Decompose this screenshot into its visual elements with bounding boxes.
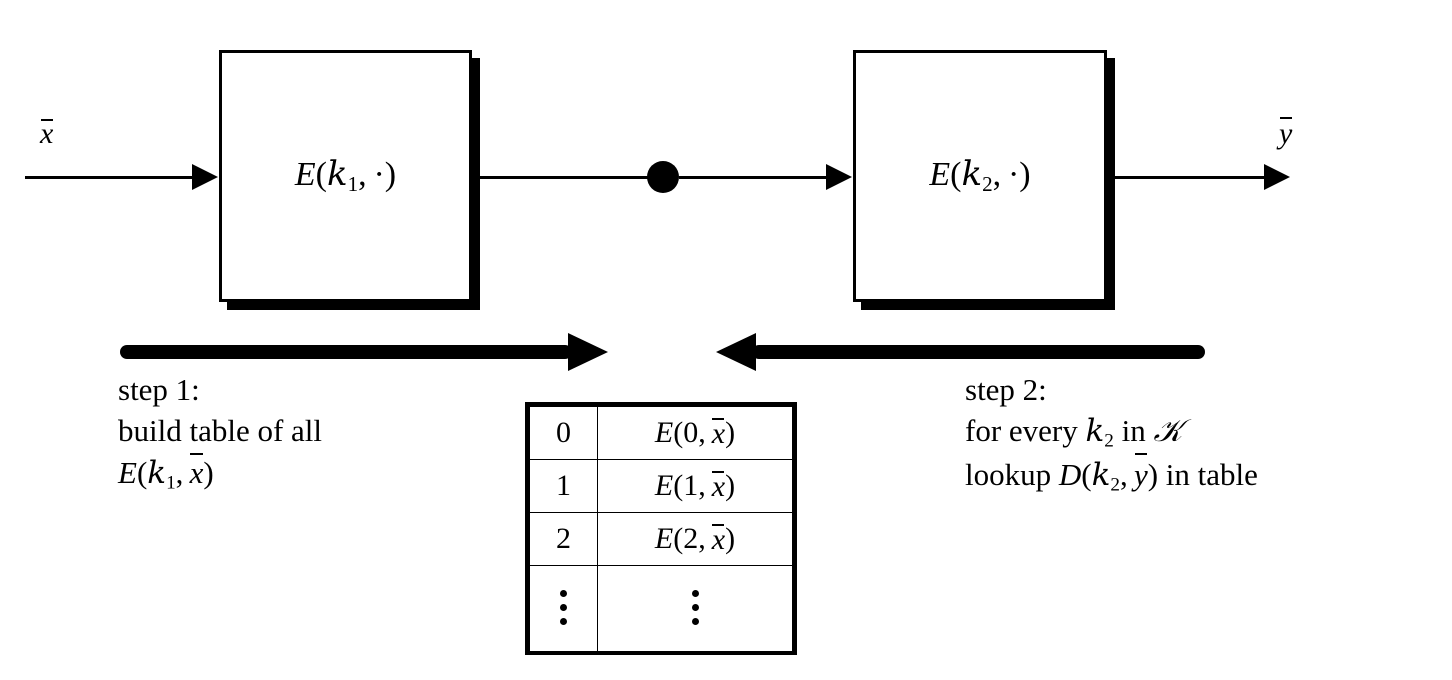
table-cell-key: 2 [529, 512, 598, 566]
midline-right-segment [679, 176, 831, 179]
midline-left-segment [472, 176, 663, 179]
step2-line3: lookup D(k2, y) in table [965, 453, 1258, 498]
table-row[interactable]: 1 E(1, x) [529, 459, 793, 513]
step1-arrow-shaft [120, 345, 572, 359]
junction-dot-icon [647, 161, 679, 193]
lookup-table[interactable]: 0 E(0, x) 1 E(1, x) 2 E(2, x) [525, 402, 797, 655]
step1-heading: step 1: [118, 372, 200, 407]
input-label-xbar: x [40, 117, 54, 151]
cipher-block-enc2[interactable]: E(k2, ·) [853, 50, 1107, 302]
vertical-dots-icon [691, 583, 699, 632]
midline-arrow-head-icon [826, 164, 852, 190]
cipher-block-enc1[interactable]: E(k1, ·) [219, 50, 472, 302]
step1-arrow-head-icon [568, 333, 608, 371]
input-arrow-head-icon [192, 164, 218, 190]
table-cell-value: E(2, x) [597, 512, 793, 566]
table-cell-value: E(0, x) [597, 406, 793, 460]
vertical-dots-icon [560, 583, 567, 632]
cipher-block-enc2-label: E(k2, ·) [929, 154, 1031, 196]
table-cell-key-ellipsis [529, 565, 598, 655]
input-arrow-line [25, 176, 197, 179]
table-cell-value: E(1, x) [597, 459, 793, 513]
step2-arrow-head-icon [716, 333, 756, 371]
table-cell-key: 0 [529, 406, 598, 460]
output-arrow-line [1107, 176, 1267, 179]
output-label-ybar: y [1279, 117, 1293, 151]
cipher-block-enc1-label: E(k1, ·) [294, 154, 397, 196]
step2-caption: step 2: for every k2 in 𝒦 lookup D(k2, y… [965, 370, 1258, 498]
step2-line2: for every k2 in 𝒦 [965, 412, 1183, 452]
table-cell-key: 1 [529, 459, 598, 513]
table-row[interactable]: 0 E(0, x) [529, 406, 793, 460]
table-row[interactable]: 2 E(2, x) [529, 512, 793, 566]
step2-arrow-shaft [752, 345, 1205, 359]
step1-line3: E(k1, x) [118, 452, 322, 496]
step2-heading: step 2: [965, 372, 1047, 407]
table-cell-value-ellipsis [597, 565, 793, 655]
step1-line2: build table of all [118, 412, 323, 448]
table-row[interactable] [529, 565, 793, 655]
step1-caption: step 1: build table of all E(k1, x) [118, 370, 322, 496]
output-arrow-head-icon [1264, 164, 1290, 190]
